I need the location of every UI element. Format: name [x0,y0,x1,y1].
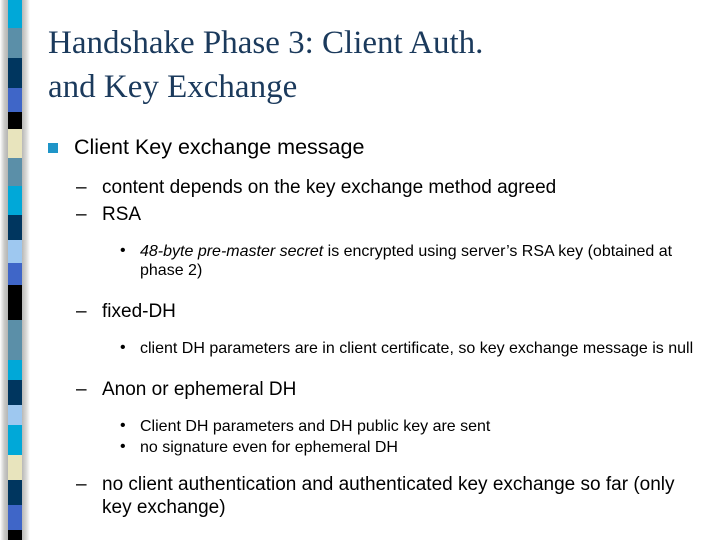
sidebar-color-block [8,0,22,28]
spacer [44,280,704,297]
decorative-sidebar [0,0,30,540]
spacer [44,402,704,415]
sidebar-color-block [8,480,22,505]
outline-level1-label: Client Key exchange message [74,135,365,159]
sidebar-right-bevel [22,0,30,540]
dash-bullet-icon: – [76,379,87,401]
outline-level2-item-fixed-dh: – fixed-DH [44,301,704,324]
dash-bullet-icon: – [76,204,87,226]
sidebar-color-block [8,129,22,158]
outline-level3-label: Client DH parameters and DH public key a… [140,417,491,435]
sidebar-color-block [8,505,22,530]
outline-level2-item-content: – content depends on the key exchange me… [44,177,704,200]
sidebar-color-block [8,360,22,380]
outline-level2-label: content depends on the key exchange meth… [102,177,557,199]
title-line-1: Handshake Phase 3: Client Auth. [48,25,484,61]
spacer [44,358,704,375]
round-bullet-icon: • [120,438,126,456]
sidebar-color-block [8,158,22,186]
title-line-2: and Key Exchange [48,68,298,105]
outline-level3-label: no signature even for ephemeral DH [140,439,398,457]
outline-level3-item-anon-params: • Client DH parameters and DH public key… [44,417,704,436]
sidebar-color-block [8,58,22,88]
round-bullet-icon: • [120,416,126,434]
spacer [44,166,704,173]
sidebar-color-block [8,320,22,360]
sidebar-color-block [8,285,22,320]
sidebar-color-block [8,28,22,58]
spacer [44,227,704,240]
dash-bullet-icon: – [76,301,87,323]
premaster-secret-rest: is encrypted using server’s RSA key (obt… [140,242,673,279]
sidebar-color-block [8,530,22,540]
dash-bullet-icon: – [76,474,87,496]
slide-body: Client Key exchange message – content de… [44,134,704,520]
sidebar-color-block [8,240,22,263]
sidebar-color-block [8,425,22,455]
outline-level2-item-anon-dh: – Anon or ephemeral DH [44,379,704,402]
square-bullet-icon [48,143,58,153]
outline-level3-label: client DH parameters are in client certi… [140,339,694,357]
outline-level2-label: Anon or ephemeral DH [102,379,297,401]
sidebar-color-block [8,405,22,425]
sidebar-color-block [8,215,22,240]
sidebar-color-block [8,88,22,112]
outline-level1-item: Client Key exchange message [44,134,704,160]
outline-level2-label: RSA [102,204,142,226]
page-title: Handshake Phase 3: Client Auth. and Key … [48,22,688,110]
sidebar-color-block [8,455,22,480]
sidebar-color-block [8,186,22,215]
sidebar-color-block [8,380,22,405]
outline-level3-item-fixed-dh-note: • client DH parameters are in client cer… [44,339,704,358]
sidebar-left-bevel [0,0,8,540]
premaster-secret-emphasis: 48-byte pre-master secret [140,242,324,260]
spacer [44,324,704,337]
sidebar-color-block [8,263,22,285]
spacer [44,457,704,470]
round-bullet-icon: • [120,338,126,356]
outline-level3-item-premaster: • 48-byte pre-master secret is encrypted… [44,242,704,280]
sidebar-color-block [8,112,22,129]
dash-bullet-icon: – [76,177,87,199]
outline-level2-item-no-client-auth: – no client authentication and authentic… [44,474,704,520]
outline-level2-label: no client authentication and authenticat… [102,474,675,519]
outline-level2-item-rsa: – RSA [44,204,704,227]
outline-level3-item-anon-signature: • no signature even for ephemeral DH [44,438,704,457]
sidebar-color-blocks [8,0,22,540]
round-bullet-icon: • [120,241,126,259]
outline-level2-label: fixed-DH [102,301,176,323]
